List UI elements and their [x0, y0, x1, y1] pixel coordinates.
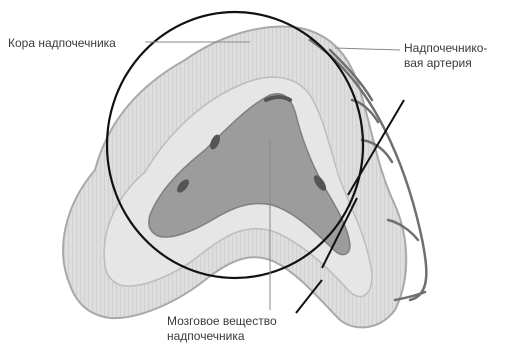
label-adrenal-artery-line1: Надпочечнико-: [404, 41, 487, 56]
label-adrenal-medulla: Мозговое вещество надпочечника: [167, 314, 277, 344]
label-adrenal-medulla-line1: Мозговое вещество: [167, 314, 277, 329]
label-adrenal-artery-line2: вая артерия: [404, 56, 487, 71]
label-adrenal-medulla-line2: надпочечника: [167, 329, 277, 344]
label-adrenal-artery: Надпочечнико- вая артерия: [404, 41, 487, 71]
leader-line-artery: [335, 48, 400, 50]
label-adrenal-cortex: Кора надпочечника: [8, 36, 116, 51]
